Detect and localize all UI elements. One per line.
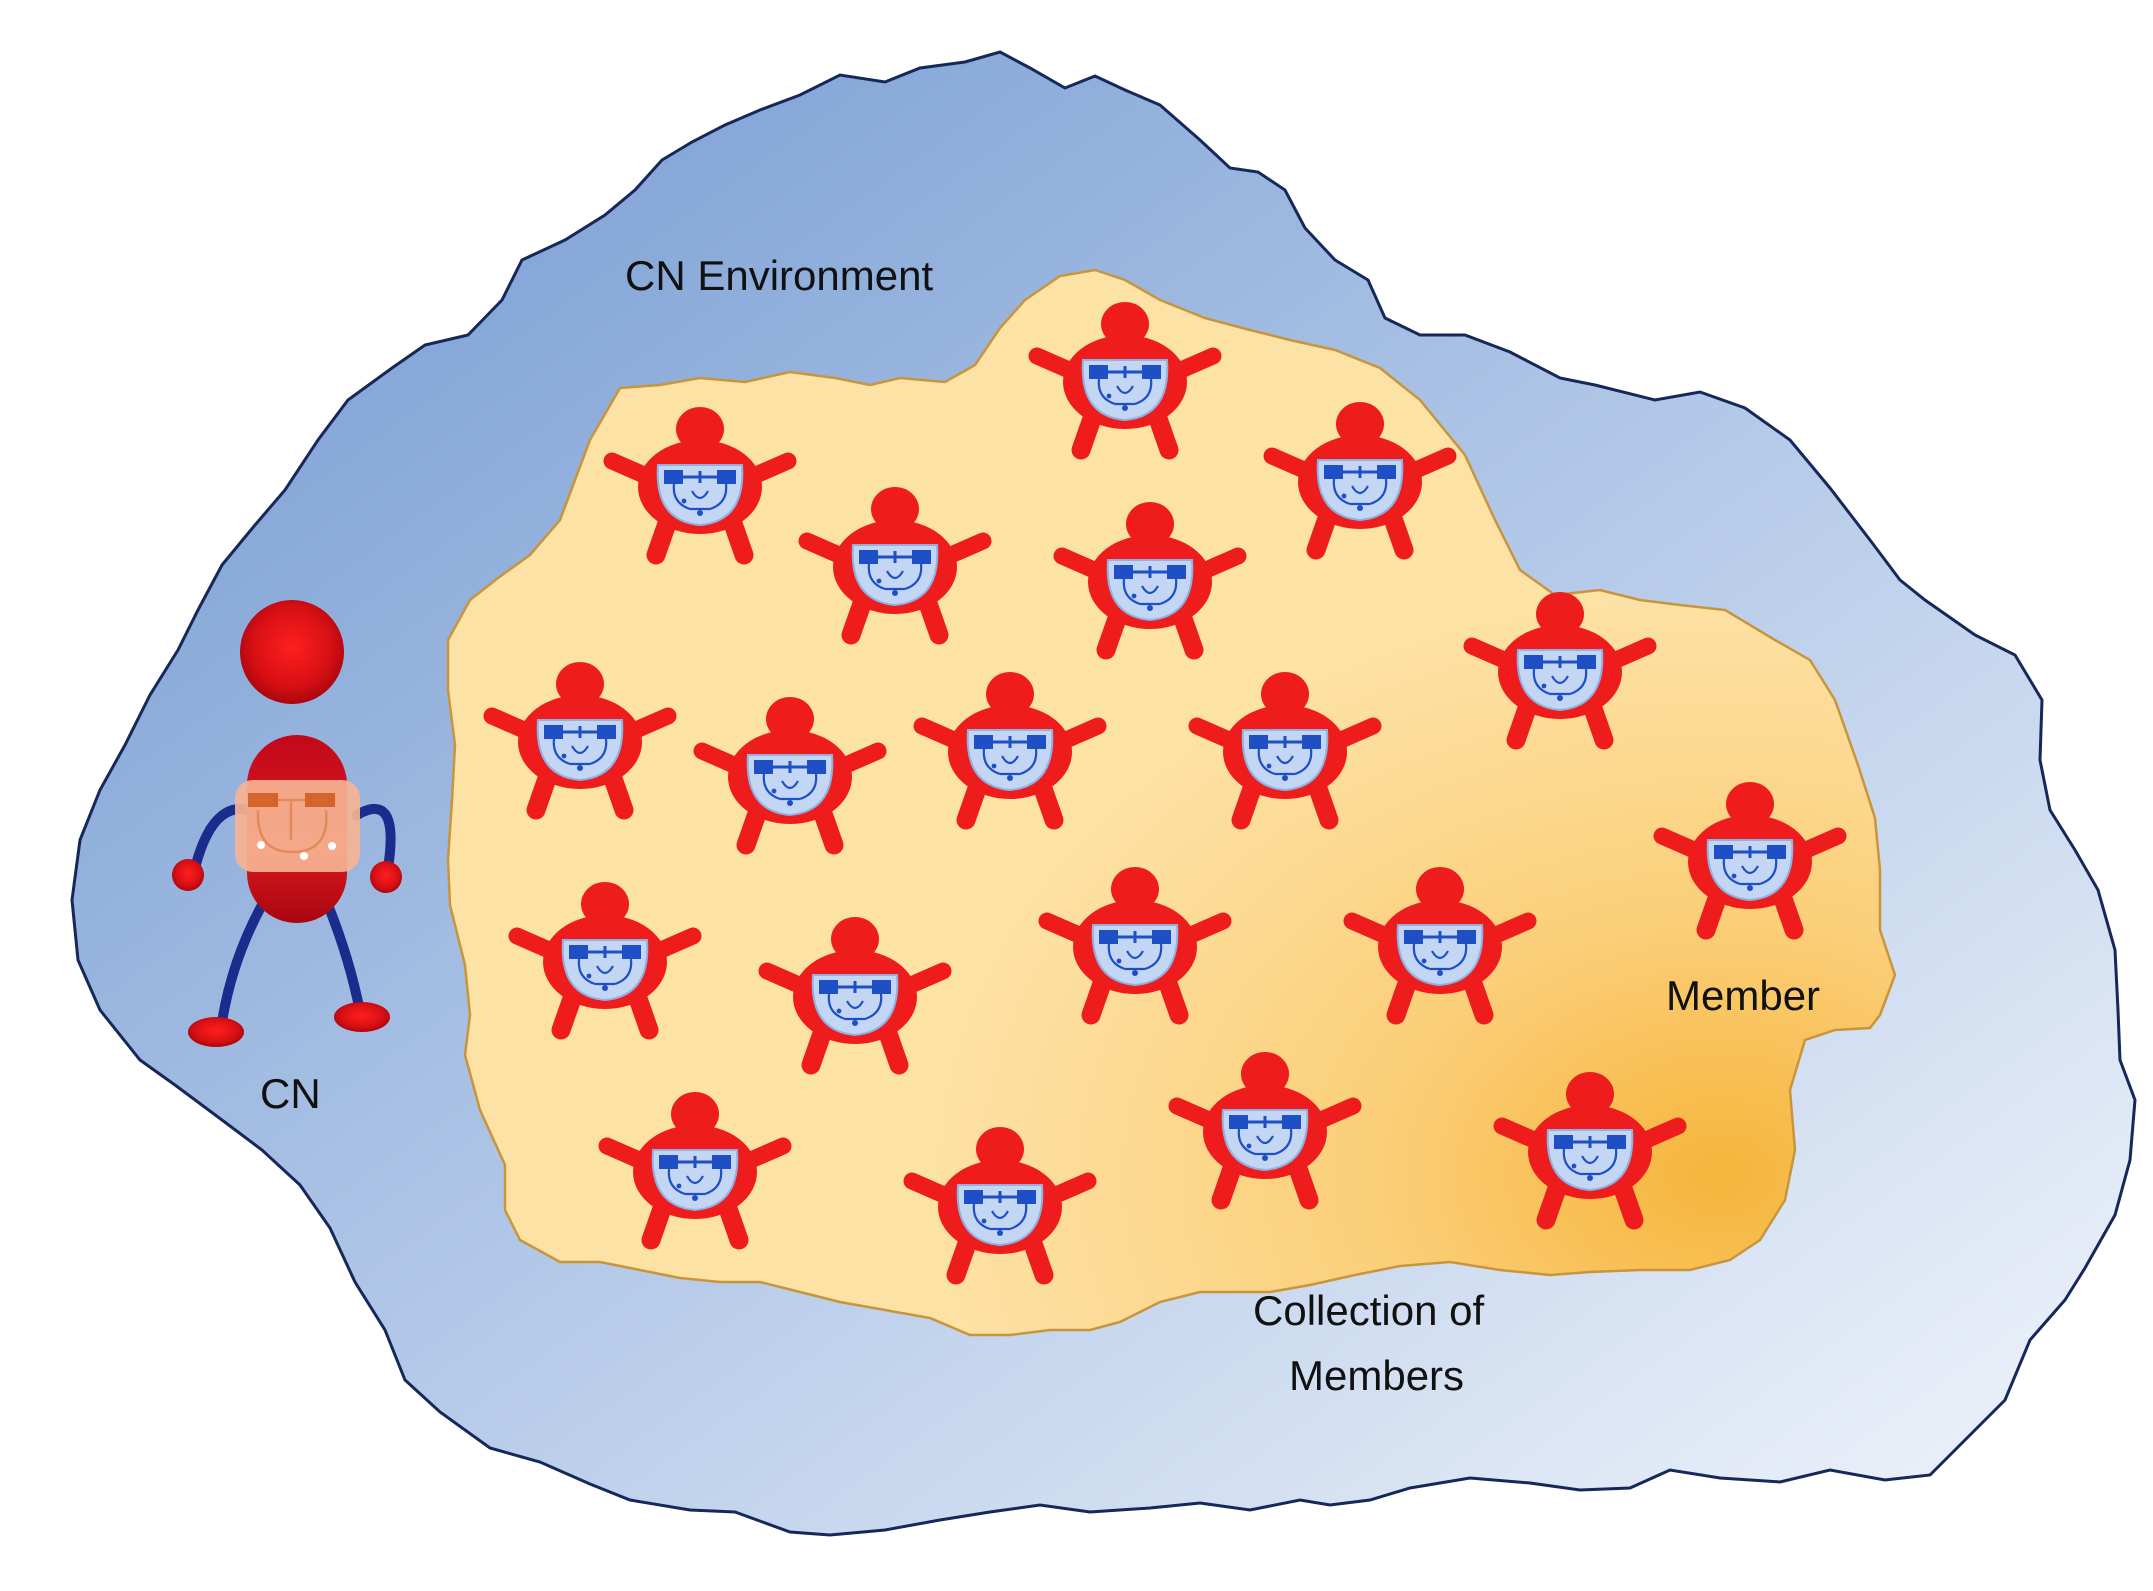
member-label: Member (1666, 972, 1820, 1019)
collection-label-line1: Collection of (1253, 1287, 1484, 1334)
collection-label-line2: Members (1289, 1352, 1464, 1399)
cn-label: CN (260, 1070, 321, 1117)
environment-label: CN Environment (625, 252, 933, 299)
cn-robot-icon (172, 600, 402, 1047)
